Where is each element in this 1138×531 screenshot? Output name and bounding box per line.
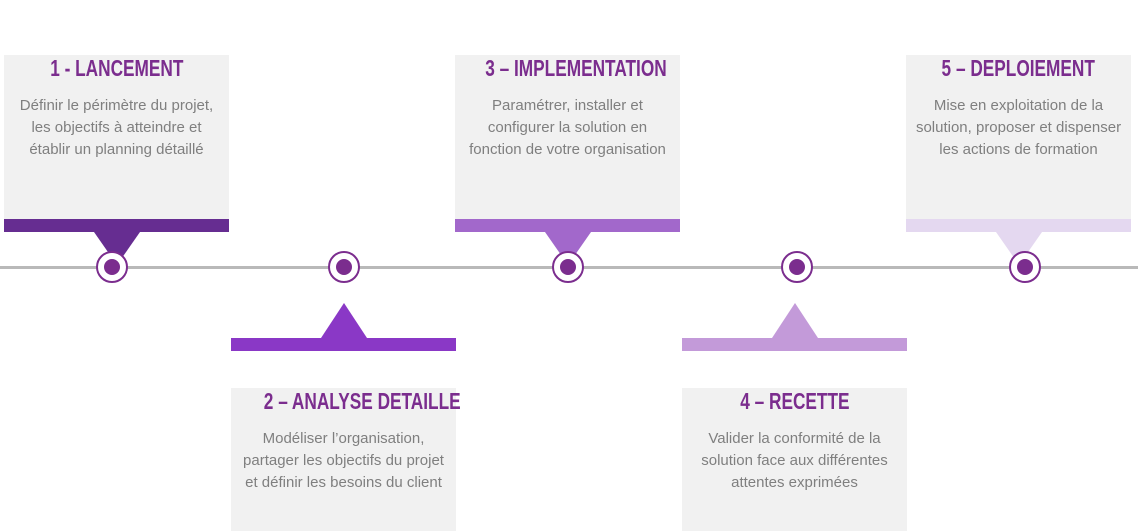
arrow-up-pointer-icon: [320, 303, 367, 338]
step-description: Mise en exploitation de la solution, pro…: [915, 97, 1122, 158]
timeline-node-2: [328, 251, 360, 283]
step-panel: 5 – DEPLOIEMENT Mise en exploitation de …: [906, 55, 1131, 219]
step-panel: 2 – ANALYSE DETAILLE Modéliser l’organis…: [231, 388, 461, 531]
step-description: Paramétrer, installer et configurer la s…: [469, 97, 666, 158]
step-accent-bar: [682, 338, 907, 351]
step-accent-bar: [906, 219, 1131, 232]
step-panel: 1 - LANCEMENT Définir le périmètre du pr…: [4, 55, 229, 219]
step-title: 2 – ANALYSE DETAILLE: [263, 388, 461, 414]
step-card-1: 1 - LANCEMENT Définir le périmètre du pr…: [4, 18, 229, 265]
timeline-node-1: [96, 251, 128, 283]
step-card-2: 2 – ANALYSE DETAILLE Modéliser l’organis…: [231, 303, 461, 531]
step-accent-bar: [4, 219, 229, 232]
step-title: 3 – IMPLEMENTATION: [485, 55, 667, 81]
timeline-node-4: [781, 251, 813, 283]
step-description: Modéliser l’organisation, partager les o…: [243, 430, 444, 491]
step-title: 4 – RECETTE: [739, 388, 850, 414]
node-dot-icon: [789, 259, 805, 275]
node-dot-icon: [104, 259, 120, 275]
node-dot-icon: [336, 259, 352, 275]
timeline-node-5: [1009, 251, 1041, 283]
step-panel: 3 – IMPLEMENTATION Paramétrer, installer…: [455, 55, 680, 219]
node-dot-icon: [1017, 259, 1033, 275]
arrow-up-pointer-icon: [771, 303, 818, 338]
step-panel: 4 – RECETTE Valider la conformité de la …: [682, 388, 907, 531]
step-card-4: 4 – RECETTE Valider la conformité de la …: [682, 303, 907, 531]
step-accent-bar: [455, 219, 680, 232]
step-description: Valider la conformité de la solution fac…: [701, 430, 888, 491]
step-description: Définir le périmètre du projet, les obje…: [19, 97, 214, 158]
step-accent-bar: [231, 338, 456, 351]
step-title: 5 – DEPLOIEMENT: [941, 55, 1096, 81]
step-card-5: 5 – DEPLOIEMENT Mise en exploitation de …: [906, 18, 1131, 265]
step-title: 1 - LANCEMENT: [49, 55, 184, 81]
node-dot-icon: [560, 259, 576, 275]
timeline-node-3: [552, 251, 584, 283]
step-card-3: 3 – IMPLEMENTATION Paramétrer, installer…: [455, 18, 680, 265]
